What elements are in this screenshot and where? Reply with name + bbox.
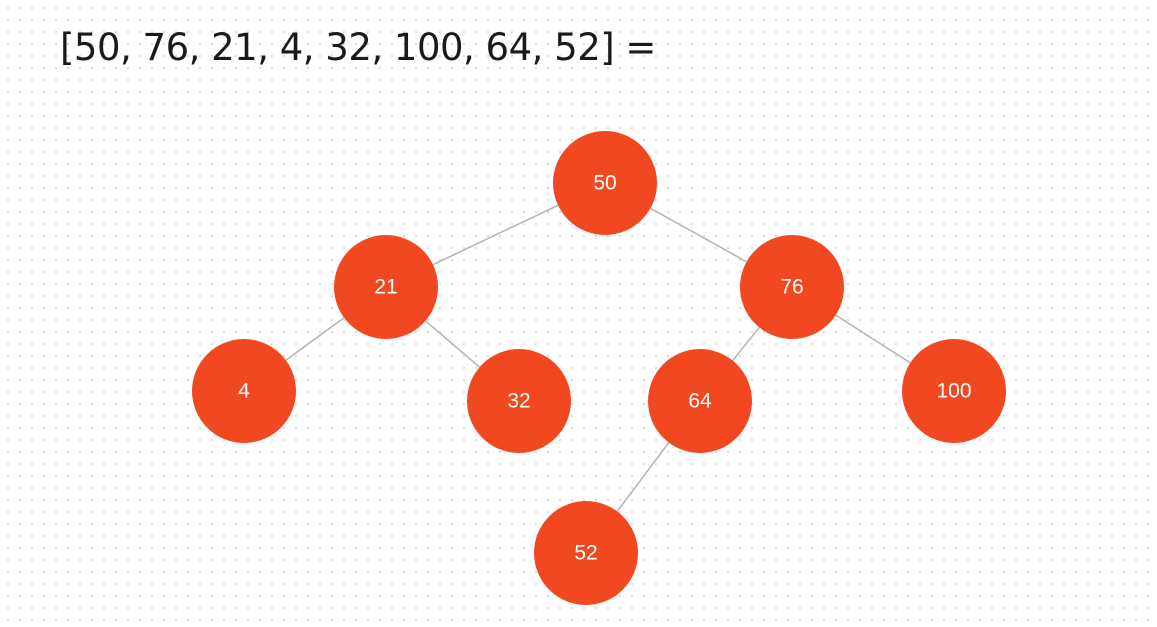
node-circle (334, 235, 438, 339)
tree-node-32: 32 (467, 349, 571, 453)
node-circle (740, 235, 844, 339)
tree-edges (285, 204, 911, 512)
tree-node-52: 52 (534, 501, 638, 605)
tree-node-4: 4 (192, 339, 296, 443)
tree-node-21: 21 (334, 235, 438, 339)
edge-76-100 (835, 314, 911, 364)
tree-node-100: 100 (902, 339, 1006, 443)
node-circle (553, 131, 657, 235)
node-circle (534, 501, 638, 605)
node-circle (192, 339, 296, 443)
node-label: 64 (688, 390, 712, 413)
edge-21-4 (285, 317, 345, 361)
node-label: 100 (936, 380, 971, 403)
node-label: 4 (238, 380, 250, 403)
edge-50-21 (432, 204, 559, 266)
node-circle (467, 349, 571, 453)
node-label: 52 (574, 542, 597, 565)
node-label: 32 (507, 390, 530, 413)
node-label: 50 (593, 172, 616, 195)
node-label: 21 (374, 276, 397, 299)
tree-nodes: 50 21 76 4 32 64 100 52 (192, 131, 1006, 605)
diagram-title: [50, 76, 21, 4, 32, 100, 64, 52] = (60, 26, 656, 69)
edge-21-32 (424, 320, 481, 368)
tree-node-50: 50 (553, 131, 657, 235)
tree-node-76: 76 (740, 235, 844, 339)
node-circle (902, 339, 1006, 443)
edge-64-52 (616, 442, 670, 512)
node-label: 76 (780, 276, 803, 299)
edge-76-64 (732, 326, 760, 362)
tree-node-64: 64 (648, 349, 752, 453)
node-circle (648, 349, 752, 453)
edge-50-76 (650, 207, 747, 263)
